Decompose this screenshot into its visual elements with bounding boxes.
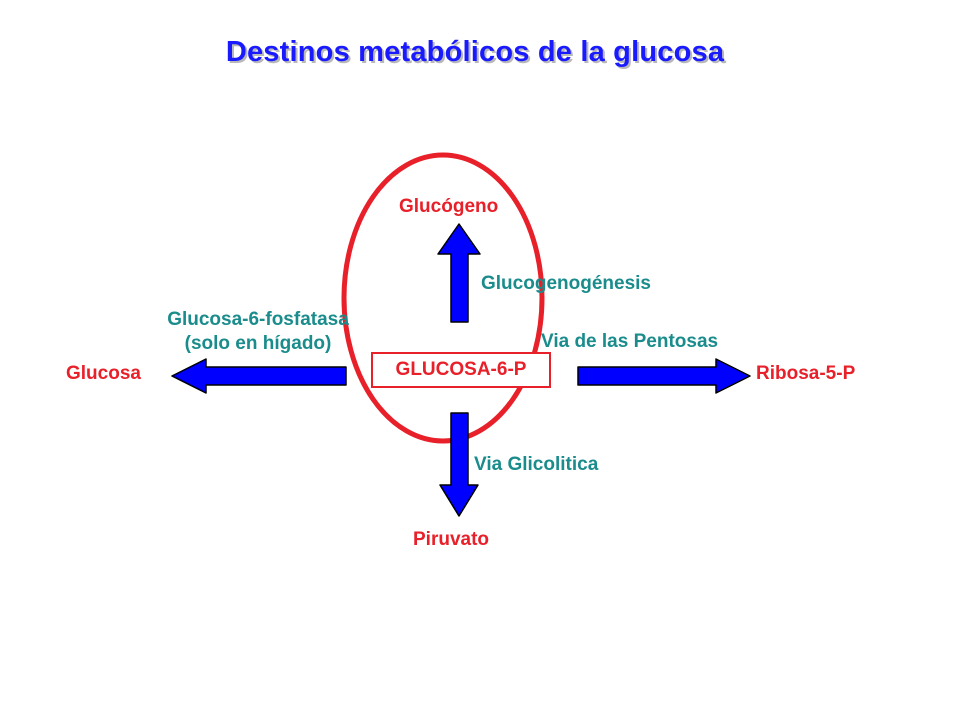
arrow-right: [577, 358, 751, 394]
pathway-glicolitica: Via Glicolitica: [474, 454, 599, 475]
node-glucogeno: Glucógeno: [399, 196, 499, 217]
node-piruvato: Piruvato: [413, 529, 490, 550]
pathway-glucogenogenesis: Glucogenogénesis: [481, 273, 651, 294]
node-glucosa: Glucosa: [66, 363, 141, 384]
page-title: Destinos metabólicos de la glucosa: [225, 36, 725, 68]
arrow-down: [439, 412, 479, 517]
arrow-up: [437, 223, 481, 323]
pathway-glucosa-6-fosfatasa: Glucosa-6-fosfatasa (solo en hígado): [140, 308, 376, 356]
pathway-left-line1: Glucosa-6-fosfatasa: [167, 309, 349, 330]
highlight-ellipse: [341, 152, 545, 444]
arrow-left: [171, 358, 347, 394]
node-ribosa-5-p: Ribosa-5-P: [756, 363, 856, 384]
pathway-pentosas: Via de las Pentosas: [541, 331, 719, 352]
central-node-glucosa-6-p: GLUCOSA-6-P: [371, 352, 551, 388]
pathway-left-line2: (solo en hígado): [184, 333, 332, 354]
